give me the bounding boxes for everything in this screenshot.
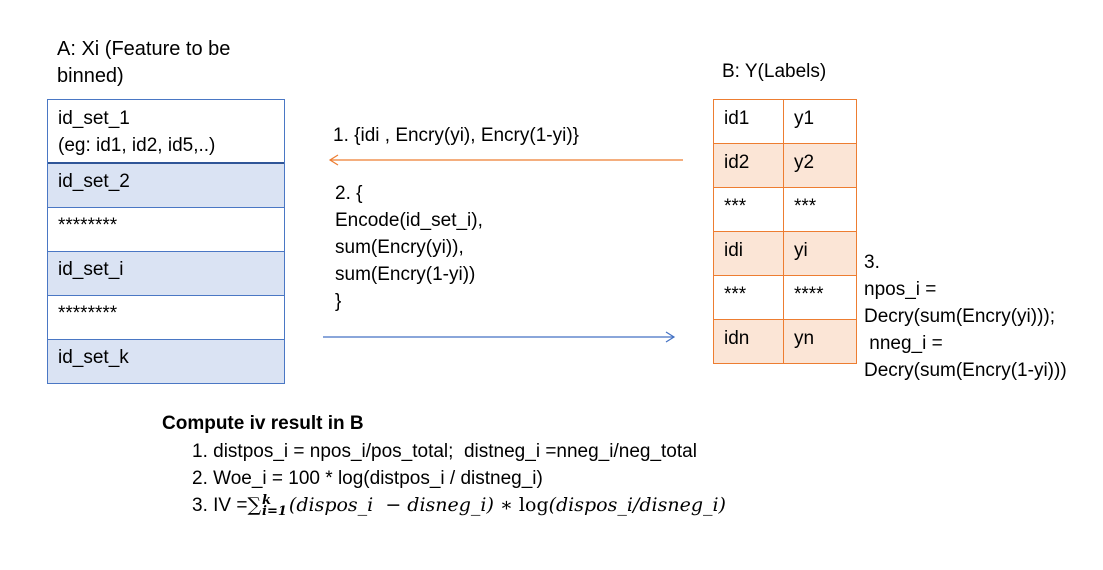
compute-line-2: 2. Woe_i = 100 * log(distpos_i / distneg…	[192, 468, 543, 489]
step-3-line: 3.	[864, 252, 880, 273]
iv-prefix: 3. IV =	[192, 495, 248, 516]
step-2-line: }	[335, 291, 342, 312]
party-b-label-cell: ****	[794, 284, 824, 305]
arrow-head-right-icon	[665, 331, 676, 343]
step-3-line: Decry(sum(Encry(1-yi)))	[864, 360, 1067, 381]
party-a-row: id_set_1 (eg: id1, id2, id5,..)	[48, 100, 284, 164]
party-a-row: ********	[48, 296, 284, 340]
party-b-id-cell: id2	[714, 144, 784, 187]
iv-difference-term: (dispos_i − disneg_i) ∗	[288, 494, 519, 516]
party-a-row-label: id_set_k	[58, 347, 129, 368]
party-b-row: id2 y2	[714, 144, 856, 188]
party-a-row-label: id_set_i	[58, 259, 124, 280]
party-a-row-label: id_set_2	[58, 171, 130, 192]
party-a-row-label: ********	[58, 215, 118, 236]
step-2-line: sum(Encry(1-yi))	[335, 264, 476, 285]
party-b-id-cell: ***	[714, 276, 784, 319]
arrow-head-left-icon	[328, 154, 339, 166]
step-2-line: sum(Encry(yi)),	[335, 237, 464, 258]
party-b-label-cell: y2	[794, 152, 815, 173]
iv-log-argument: (dispos_i/disneg_i)	[548, 494, 726, 516]
party-a-title: A: Xi (Feature to be binned)	[57, 36, 230, 90]
party-b-table: id1 y1 id2 y2 *** *** idi yi *** **** id…	[713, 99, 857, 364]
party-b-title: B: Y(Labels)	[722, 61, 827, 82]
step-2-line: Encode(id_set_i),	[335, 210, 483, 231]
party-b-row: *** ****	[714, 276, 856, 320]
sum-lower-limit: i=1	[262, 503, 287, 519]
party-a-row-label: id_set_1	[58, 108, 130, 129]
arrow-b-to-a	[328, 154, 683, 166]
step-2-label: 2. { Encode(id_set_i), sum(Encry(yi)), s…	[335, 180, 483, 315]
party-b-row: *** ***	[714, 188, 856, 232]
party-a-row-label: ********	[58, 303, 118, 324]
step-2-line: 2. {	[335, 183, 363, 204]
party-a-row: ********	[48, 208, 284, 252]
party-b-id-cell: id1	[714, 100, 784, 143]
step-1-label: 1. {idi , Encry(yi), Encry(1-yi)}	[333, 125, 579, 146]
party-b-label-cell: yn	[794, 328, 815, 349]
party-a-row: id_set_k	[48, 340, 284, 384]
sum-symbol: ∑	[247, 494, 262, 516]
compute-title: Compute iv result in B	[162, 413, 364, 434]
party-b-row: id1 y1	[714, 100, 856, 144]
party-b-label-cell: yi	[794, 240, 808, 261]
sum-upper-limit: k	[262, 492, 272, 508]
step-3-label: 3. npos_i = Decry(sum(Encry(yi))); nneg_…	[864, 249, 1067, 384]
party-b-row: idn yn	[714, 320, 856, 364]
step-3-line: Decry(sum(Encry(yi)));	[864, 306, 1056, 327]
party-a-row-note: (eg: id1, id2, id5,..)	[58, 135, 216, 156]
party-a-title-line2: binned)	[57, 65, 124, 87]
party-a-title-line1: A: Xi (Feature to be	[57, 38, 231, 60]
party-b-row: idi yi	[714, 232, 856, 276]
arrow-a-to-b	[323, 331, 676, 343]
step-3-line: npos_i =	[864, 279, 937, 300]
party-b-id-cell: idi	[714, 232, 784, 275]
party-b-label-cell: ***	[794, 196, 817, 217]
compute-line-1: 1. distpos_i = npos_i/pos_total; distneg…	[192, 441, 697, 462]
party-b-label-cell: y1	[794, 108, 815, 129]
party-b-id-cell: ***	[714, 188, 784, 231]
step-3-line: nneg_i =	[864, 333, 943, 354]
party-a-row: id_set_i	[48, 252, 284, 296]
sum-limits: k i=1	[262, 492, 287, 519]
party-a-table: id_set_1 (eg: id1, id2, id5,..) id_set_2…	[47, 99, 285, 384]
log-function: log	[518, 494, 549, 516]
party-b-id-cell: idn	[714, 320, 784, 363]
compute-line-3: 3. IV = ∑ k i=1 (dispos_i − disneg_i) ∗ …	[192, 492, 726, 519]
party-a-row: id_set_2	[48, 164, 284, 208]
